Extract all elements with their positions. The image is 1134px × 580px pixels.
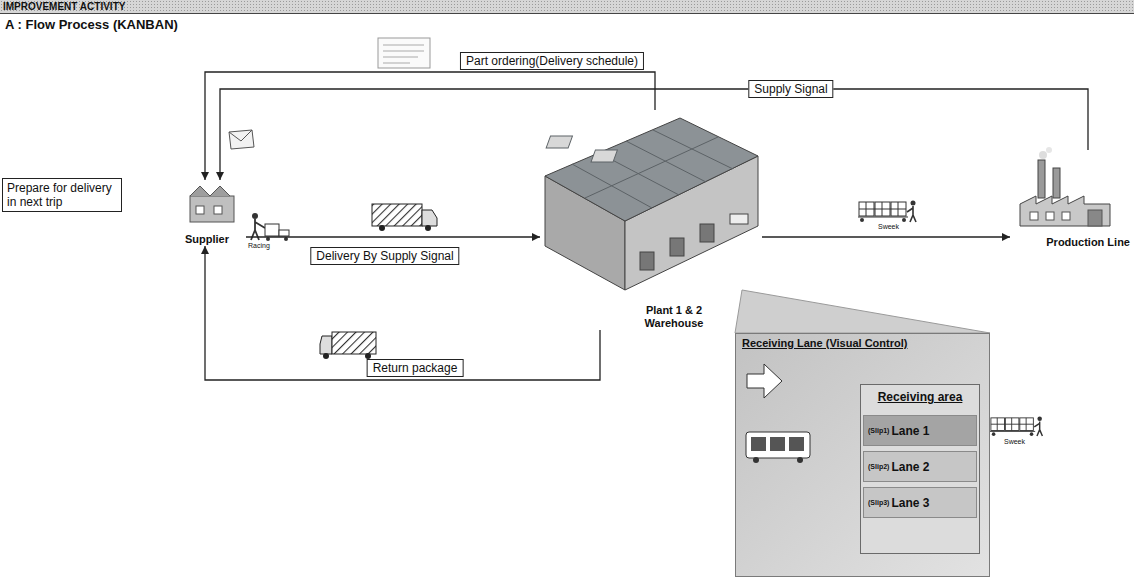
supplier-node: Supplier [168, 180, 246, 246]
return-truck [320, 332, 376, 359]
section-heading: A : Flow Process (KANBAN) [5, 17, 178, 32]
callout-wedge [735, 290, 990, 577]
supplier-icon [190, 186, 234, 222]
warehouse-node: Plant 1 & 2 Warehouse [540, 110, 762, 330]
edge-label: Delivery By Supply Signal [310, 247, 459, 265]
entry-arrow [747, 364, 782, 398]
delivery-truck [372, 204, 437, 231]
flow-arrow [246, 236, 540, 237]
flow-arrow [205, 72, 655, 180]
receiving-area: Receiving area (Slip1)Lane 1 (Slip2)Lane 2… [860, 384, 980, 554]
node-label: Receiving area [861, 390, 979, 404]
node-label: Lane 3 [891, 496, 929, 510]
node-label: Prepare for delivery in next trip [7, 181, 117, 209]
slip-tag: (Slip2) [868, 463, 889, 470]
node-label: Receiving Lane (Visual Control) [742, 337, 983, 349]
edge-label: Return package [367, 359, 464, 377]
slip-tag: (Slip3) [868, 499, 889, 506]
parts-cart [858, 201, 916, 223]
header-bar: IMPROVEMENT ACTIVITY [0, 0, 1134, 14]
warehouse-building [545, 118, 758, 290]
delivery-bus [746, 432, 810, 463]
node-label: Production Line [1046, 236, 1130, 248]
node-label: Supplier [185, 233, 229, 245]
callout-panel: Receiving Lane (Visual Control) Receiving… [735, 333, 990, 577]
lane-box: (Slip3)Lane 3 [863, 487, 977, 518]
cart-caption: Sweek [878, 223, 899, 230]
node-label: Plant 1 & 2 Warehouse [632, 304, 716, 330]
parts-cart [990, 417, 1042, 436]
flow-arrow [762, 236, 1010, 237]
node-label: Lane 1 [891, 424, 929, 438]
slip-tag: (Slip1) [868, 427, 889, 434]
flow-arrow [220, 89, 1088, 180]
note-box: Prepare for delivery in next trip [2, 178, 122, 212]
node-label: Lane 2 [891, 460, 929, 474]
order-document [378, 38, 430, 68]
flow-arrow [205, 246, 600, 380]
lane-box: (Slip2)Lane 2 [863, 451, 977, 482]
worker-caption: Racing [248, 242, 270, 249]
cart-caption: Sweek [1004, 438, 1025, 445]
lane-box: (Slip1)Lane 1 [863, 415, 977, 446]
production-node: Production Line [1010, 150, 1132, 248]
kanban-card [229, 130, 254, 149]
edge-label: Supply Signal [748, 80, 833, 98]
edge-label: Part ordering(Delivery schedule) [460, 52, 644, 70]
factory-icon [1020, 147, 1110, 226]
